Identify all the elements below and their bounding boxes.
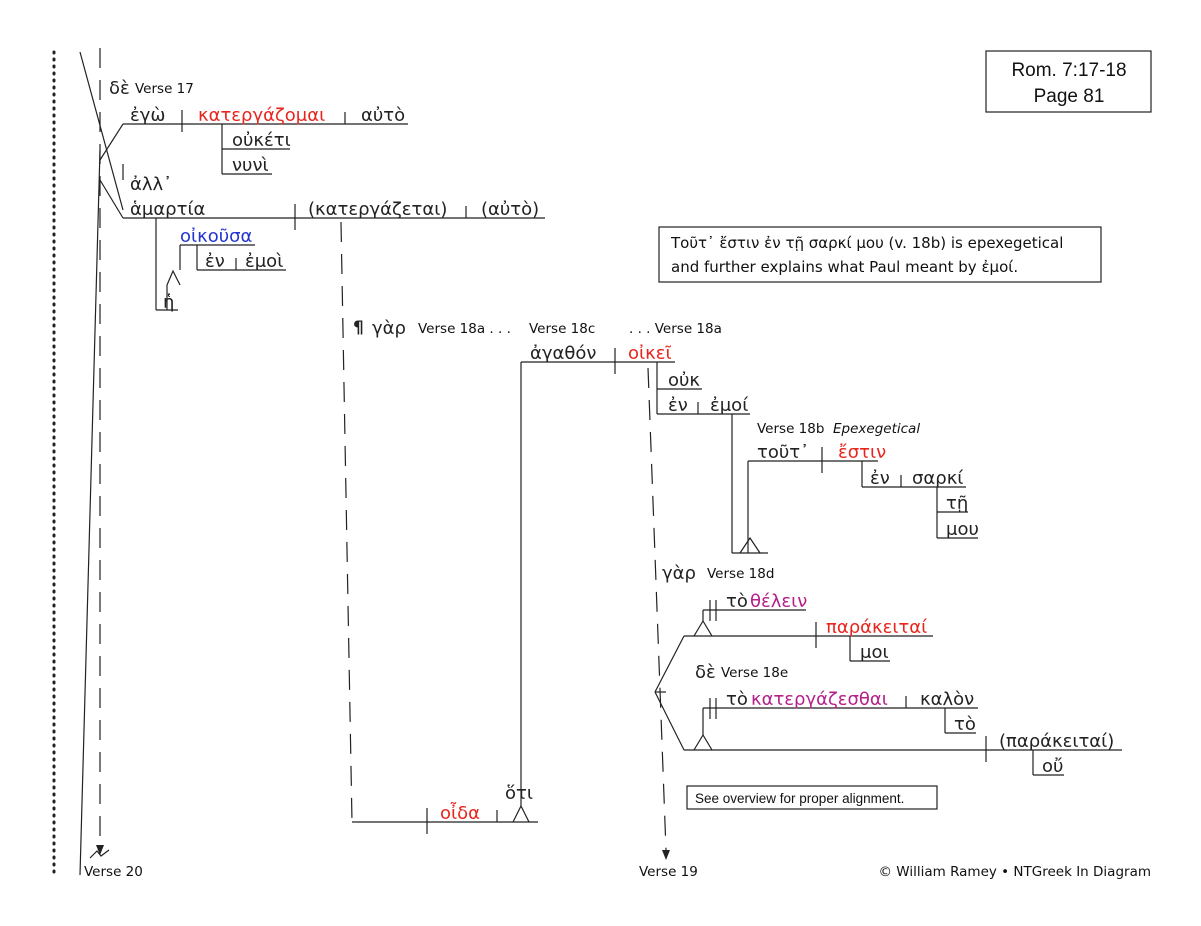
word-oikousa: οἰκοῦσα <box>180 226 252 247</box>
alignment-note: See overview for proper alignment. <box>695 791 904 806</box>
label-verse-18a-cont: . . . Verse 18a <box>629 321 722 337</box>
word-hoti: ὅτι <box>505 783 533 804</box>
dashed-line-18a-cont <box>647 367 667 851</box>
left-long-slant-line <box>79 149 101 876</box>
label-verse-18e: Verse 18e <box>721 665 788 681</box>
word-oida: οἶδα <box>440 802 480 824</box>
word-katergazetai: (κατεργάζεται) <box>308 199 447 220</box>
word-emoi-1: ἐμοὶ <box>245 251 283 272</box>
word-to-2: τὸ <box>726 689 748 710</box>
word-katergazomai: κατεργάζομαι <box>198 105 325 126</box>
alignment-note-box <box>686 785 938 810</box>
apposition-pedestal <box>739 536 761 554</box>
left-slant-line <box>79 51 124 211</box>
infinitive-pedestal-2 <box>693 733 713 751</box>
word-mou: μου <box>946 519 979 540</box>
pilcrow-icon: ¶ <box>353 318 364 338</box>
word-ouketi: οὐκέτι <box>232 130 291 151</box>
word-en-3: ἐν <box>870 468 890 489</box>
word-auto-paren: (αὐτὸ) <box>481 199 539 220</box>
label-verse-18c: Verse 18c <box>529 321 595 337</box>
conj-de-18e: δὲ <box>695 662 716 683</box>
footer-verse-20: Verse 20 <box>84 864 143 880</box>
word-all: ἀλλ᾽ <box>130 174 172 195</box>
note-line-1: Τοῦτ᾽ ἔστιν ἐν τῇ σαρκί μου (v. 18b) is … <box>670 234 1063 252</box>
conj-link-1 <box>99 123 124 161</box>
zigzag-break-icon <box>89 849 110 859</box>
word-ouk: οὐκ <box>668 370 700 391</box>
reference-line-1: Rom. 7:17-18 <box>1011 60 1126 81</box>
object-clause-pedestal <box>512 804 530 823</box>
word-sarki: σαρκί <box>912 468 963 489</box>
label-verse-17: Verse 17 <box>135 81 194 97</box>
word-to-3: τὸ <box>954 714 976 735</box>
reference-line-2: Page 81 <box>1034 86 1105 107</box>
relative-pronoun-pedestal <box>166 269 181 286</box>
word-tout: τοῦτ᾽ <box>757 442 809 463</box>
dashed-line-18a <box>340 221 353 823</box>
word-en-2: ἐν <box>668 395 688 416</box>
word-ego: ἐγὼ <box>130 105 165 126</box>
word-he: ἡ <box>163 292 174 313</box>
conj-gar-18d: γὰρ <box>662 563 696 584</box>
down-arrow-icon <box>662 850 670 860</box>
word-parakeitai-paren: (παράκειταί) <box>999 731 1114 752</box>
infinitive-pedestal-1 <box>693 619 713 637</box>
word-hamartia: ἁμαρτία <box>130 199 205 220</box>
note-box <box>658 226 1102 283</box>
word-kalon: καλὸν <box>920 689 974 710</box>
note-line-2: and further explains what Paul meant by … <box>671 258 1018 276</box>
word-thelein: θέλειν <box>750 591 807 612</box>
word-auto: αὐτὸ <box>361 105 405 126</box>
word-emoi-2: ἐμοί <box>710 395 748 416</box>
word-katergazesthai: κατεργάζεσθαι <box>751 689 888 710</box>
word-oikei: οἰκεῖ <box>628 343 672 364</box>
label-verse-18b: Verse 18b <box>757 421 824 437</box>
conj-link-2 <box>99 179 124 219</box>
footer-copyright: © William Ramey • NTGreek In Diagram <box>879 864 1151 880</box>
conj-de-17: δὲ <box>109 78 130 99</box>
word-agathon: ἀγαθόν <box>530 343 596 364</box>
label-verse-18a: Verse 18a . . . <box>418 321 511 337</box>
word-to-1: τὸ <box>726 591 748 612</box>
word-moi: μοι <box>860 642 889 663</box>
word-nuni: νυνὶ <box>232 155 269 176</box>
conj-gar-18a: γὰρ <box>372 318 406 339</box>
word-te: τῇ <box>946 493 968 514</box>
word-estin: ἔστιν <box>838 442 886 463</box>
word-en-1: ἐν <box>205 251 225 272</box>
footer-verse-19: Verse 19 <box>639 864 698 880</box>
reference-box <box>985 50 1152 113</box>
label-epexegetical: Epexegetical <box>833 421 920 437</box>
label-verse-18d: Verse 18d <box>707 566 774 582</box>
down-arrow-icon <box>96 845 104 855</box>
word-parakeitai: παράκειταί <box>826 617 927 638</box>
word-ou: οὔ <box>1042 756 1063 777</box>
